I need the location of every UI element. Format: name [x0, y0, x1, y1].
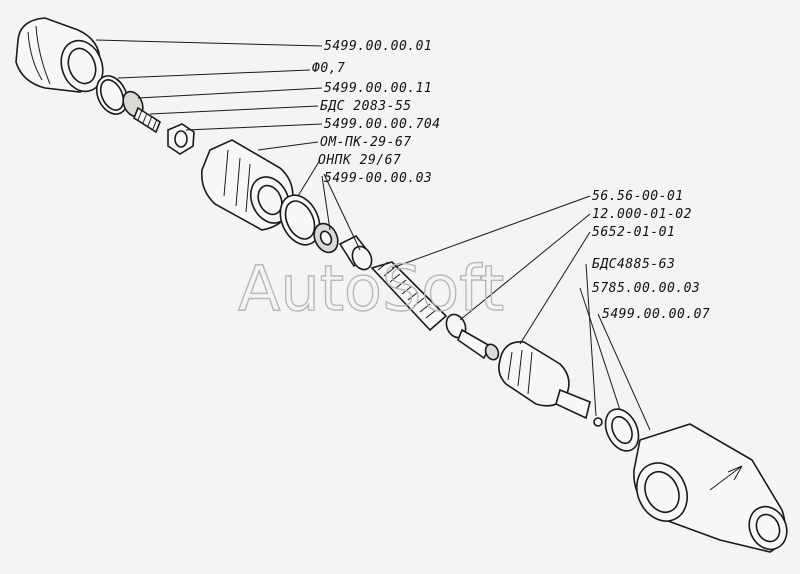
part-valve-stem	[122, 90, 161, 134]
part-housing	[633, 423, 788, 553]
part-labels: 5499.00.00.01 Ф0,7 5499.00.00.11 БДС 208…	[312, 39, 710, 322]
part-gasket	[604, 408, 640, 452]
part-snap-ring	[95, 75, 129, 115]
part-nut	[167, 123, 195, 155]
label-valve-stem: 5499.00.00.11	[324, 81, 432, 96]
label-gasket: 5785.00.00.03	[592, 281, 700, 296]
part-spacer	[338, 234, 373, 271]
part-cap	[15, 17, 104, 93]
label-washer: ОНПК 29/67	[318, 153, 401, 168]
label-o-ring: ОМ-ПК-29-67	[320, 135, 412, 150]
label-plunger: 12.000-01-02	[592, 207, 692, 222]
label-seat: 5652-01-01	[592, 225, 675, 240]
part-seat	[498, 341, 591, 420]
label-ball: БДС4885-63	[592, 257, 675, 272]
label-spring: 56.56-00-01	[592, 189, 684, 204]
label-body: 5499.00.00.704	[324, 117, 441, 132]
part-washer	[313, 222, 339, 254]
leader-lines	[95, 39, 651, 431]
part-ball	[593, 417, 603, 427]
watermark-text: AutoSoft	[238, 252, 504, 325]
label-nut: БДС 2083-55	[320, 99, 412, 114]
label-cap: 5499.00.00.01	[324, 39, 432, 54]
part-plunger	[445, 313, 500, 361]
part-spring	[370, 261, 448, 332]
label-spacer: 5499-00.00.03	[324, 171, 432, 186]
label-snap-ring: Ф0,7	[312, 61, 345, 76]
label-housing: 5499.00.00.07	[602, 307, 710, 322]
part-o-ring	[279, 194, 321, 246]
